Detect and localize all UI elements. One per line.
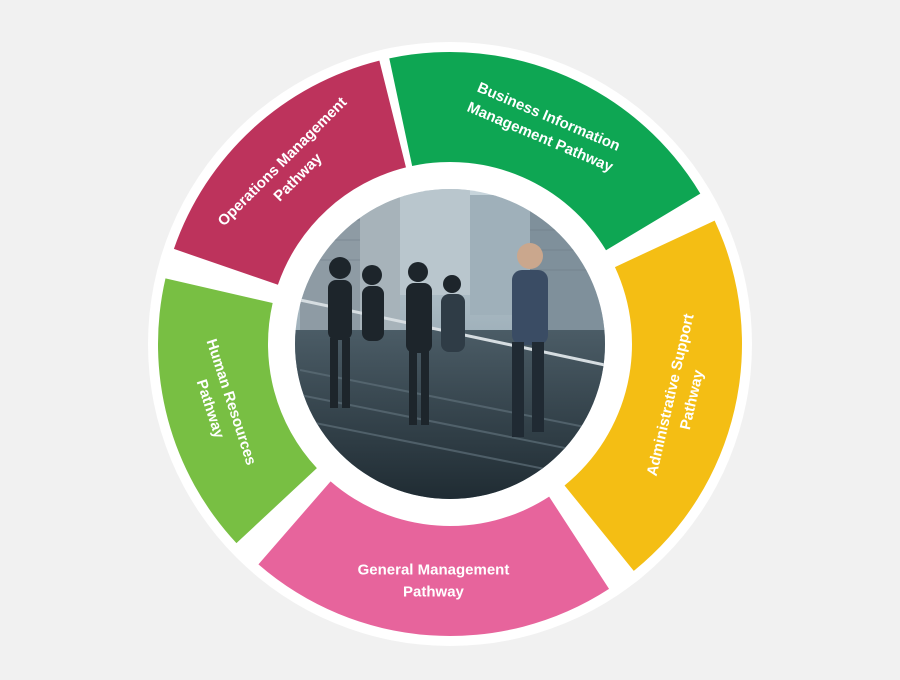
general-management-label-line: Pathway: [403, 583, 465, 600]
operations-management-segment: [173, 60, 406, 285]
business-information-segment: [389, 51, 701, 251]
pathway-segments: Business InformationManagement PathwayAd…: [158, 51, 742, 636]
administrative-support-segment: [564, 220, 742, 571]
human-resources-segment: [158, 278, 317, 544]
general-management-segment: [258, 481, 610, 636]
general-management-label-line: General Management: [358, 561, 510, 578]
people-on-glass-staircase-photo: [295, 189, 605, 499]
